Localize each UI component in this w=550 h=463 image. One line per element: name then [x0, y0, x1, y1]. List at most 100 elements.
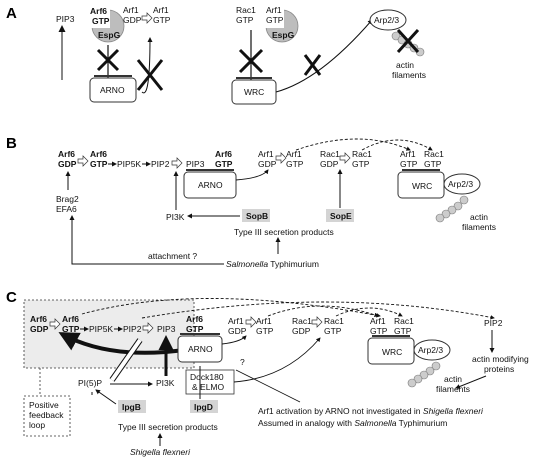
b-dashed-arf1	[295, 138, 411, 151]
a-block-x-4	[303, 54, 322, 76]
c-rac1c: Rac1	[394, 316, 414, 326]
c-rac1: Rac1	[292, 316, 312, 326]
b-gtp: GTP	[90, 159, 108, 169]
a-block-x-5	[396, 28, 420, 54]
b-arp23	[443, 173, 481, 195]
b-rac1c: Rac1	[424, 149, 444, 159]
b-gdp2: GDP	[258, 159, 277, 169]
b-salm: Salmonella Typhimurium	[226, 259, 319, 269]
b-gtp4: GTP	[352, 159, 370, 169]
b-arf6b: Arf6	[90, 149, 107, 159]
b-dashed-rac1	[361, 139, 433, 151]
a-arrow-wrc-arp	[275, 19, 373, 93]
espg-cutout-left	[90, 8, 110, 28]
c-arrow-amp-actin	[455, 375, 487, 389]
a-arno-label: ARNO	[100, 85, 125, 95]
c-pi5p-bar-inner	[110, 338, 142, 382]
c-feedback-region	[23, 299, 195, 369]
b-rac1: Rac1	[320, 149, 340, 159]
c-gdp: GDP	[30, 324, 49, 334]
c-note1: Arf1 activation by ARNO not investigated…	[258, 406, 484, 416]
a-actin2: filaments	[392, 70, 426, 80]
b-arrow-arno-arf1	[235, 169, 269, 181]
c-open-arrow-rac1	[311, 316, 323, 328]
a-wrc-label: WRC	[244, 87, 264, 97]
c-amp1: actin modifying	[472, 354, 529, 364]
b-arf6c: Arf6	[215, 149, 232, 159]
c-arrow-arno-arf1	[221, 335, 247, 345]
b-gdp: GDP	[58, 159, 77, 169]
b-attach: attachment ?	[148, 251, 197, 261]
c-gtp6: GTP	[394, 326, 412, 336]
c-arp23	[413, 339, 451, 361]
c-feedback-arrow	[58, 332, 185, 355]
c-feedback-label-box	[23, 395, 71, 437]
a-arf6: Arf6	[90, 6, 107, 16]
c-dashed-arf6-wrc	[81, 298, 381, 318]
c-pip3: PIP3	[157, 324, 176, 334]
c-pip2: PIP2	[123, 324, 142, 334]
c-note-pointer	[235, 369, 301, 403]
a-espg1: EspG	[98, 30, 121, 40]
b-actin2: filaments	[462, 222, 496, 232]
c-gtp4: GTP	[324, 326, 342, 336]
b-t3ss: Type III secretion products	[234, 227, 334, 237]
c-pi5p: PI(5)P	[78, 378, 102, 388]
a-arp23	[369, 9, 407, 31]
b-arf1c: Arf1	[400, 149, 416, 159]
b-sope-box	[326, 209, 354, 222]
b-open-arrow-arf1	[275, 152, 287, 164]
a-arno-box	[89, 77, 137, 103]
c-arno-label: ARNO	[188, 344, 213, 354]
c-ipgb-box	[118, 400, 146, 413]
a-block-x-2	[136, 59, 164, 91]
c-actin-filament	[407, 361, 441, 388]
a-open-arrow-1	[141, 12, 153, 24]
panel-label-c: C	[6, 289, 17, 306]
a-gtp2: GTP	[153, 15, 171, 25]
b-brag2: Brag2	[56, 194, 79, 204]
b-pip5k: PIP5K	[117, 159, 141, 169]
a-arp23-label: Arp2/3	[374, 15, 399, 25]
c-actin2: filaments	[436, 384, 470, 394]
c-pip2b: PIP2	[484, 318, 503, 328]
c-actin1: actin	[444, 374, 462, 384]
b-actin-filament	[435, 195, 469, 223]
b-gtp2: GTP	[215, 159, 233, 169]
c-dock: Dock180	[190, 372, 224, 382]
c-arf6: Arf6	[30, 314, 47, 324]
b-open-arrow-rac1	[339, 152, 351, 164]
espg-cutout-right	[264, 8, 284, 28]
b-arf6: Arf6	[58, 149, 75, 159]
c-shig: Shigella flexneri	[130, 447, 191, 457]
a-gtp4: GTP	[266, 15, 284, 25]
c-gtp: GTP	[62, 324, 80, 334]
a-gdp1: GDP	[123, 15, 142, 25]
b-sopb-box	[242, 209, 270, 222]
c-arf1: Arf1	[228, 316, 244, 326]
c-gtp5: GTP	[370, 326, 388, 336]
b-arno-box	[183, 171, 237, 199]
c-gtp3: GTP	[256, 326, 274, 336]
a-rac1: Rac1	[236, 5, 256, 15]
b-open-arrow-pip	[171, 157, 183, 169]
b-arf1b: Arf1	[286, 149, 302, 159]
c-arf1b: Arf1	[256, 316, 272, 326]
a-actin-filament	[391, 31, 425, 57]
c-posfb3: loop	[29, 420, 45, 430]
c-note2: Assumed in analogy with Salmonella Typhi…	[258, 418, 447, 428]
a-actin1: actin	[396, 60, 414, 70]
b-open-arrow-arf6	[77, 155, 89, 167]
a-gtp3: GTP	[236, 15, 254, 25]
c-open-arrow-arf1	[245, 316, 257, 328]
c-arrow-ipgb	[95, 389, 117, 405]
b-arrow-attach	[69, 215, 224, 265]
c-ipgd-box	[190, 400, 218, 413]
b-sope: SopE	[330, 211, 352, 221]
panel-label-b: B	[6, 135, 17, 152]
c-gdp2: GDP	[228, 326, 247, 336]
a-arrow-arf1	[141, 37, 153, 94]
c-rac1b: Rac1	[324, 316, 344, 326]
a-arf1b: Arf1	[153, 5, 169, 15]
